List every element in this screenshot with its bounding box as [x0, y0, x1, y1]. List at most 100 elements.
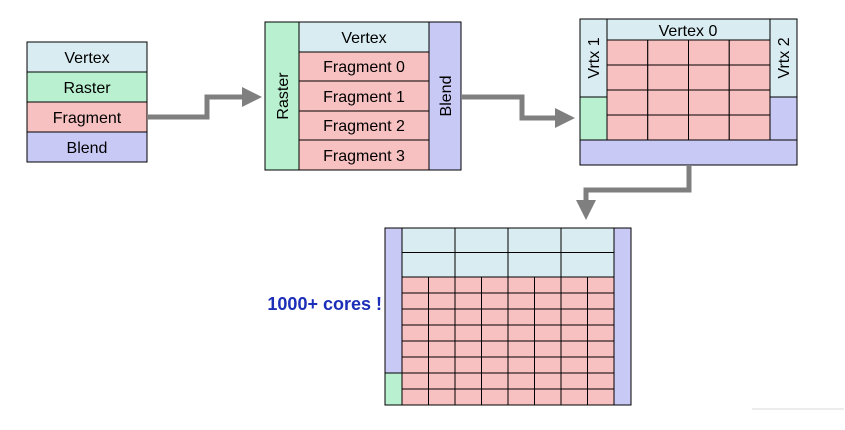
- stage4-fragment-cell: [587, 372, 615, 390]
- stage3-fragment-cell: [606, 89, 649, 116]
- stage4-fragment-cell: [560, 356, 588, 374]
- stage3-fragment-cell: [647, 89, 689, 116]
- stage4-fragment-cell: [454, 308, 482, 326]
- stage4-raster-box: [384, 372, 403, 406]
- stage3-fragment-cell: [606, 39, 649, 66]
- stage3-vrtx2-box: [769, 18, 798, 98]
- stage4-fragment-cell: [534, 308, 562, 326]
- stage4-fragment-cell: [507, 292, 535, 310]
- stage4-fragment-cell: [428, 308, 456, 326]
- stage4-fragment-cell: [481, 372, 509, 390]
- stage4-fragment-cell: [587, 388, 615, 406]
- stage4-fragment-cell: [481, 292, 509, 310]
- stage2-fragment-box: [298, 139, 430, 171]
- stage4-vertex-cell: [454, 252, 509, 278]
- stage4-fragment-cell: [428, 340, 456, 358]
- stage4-fragment-cell: [560, 324, 588, 342]
- stage4-fragment-cell: [428, 276, 456, 294]
- stage4-fragment-cell: [534, 356, 562, 374]
- stage4-fragment-cell: [560, 276, 588, 294]
- stage4-fragment-cell: [401, 276, 429, 294]
- stage3-fragment-cell: [688, 89, 730, 116]
- stage3-fragment-cell: [647, 39, 689, 66]
- stage4-fragment-cell: [534, 388, 562, 406]
- stage4-vertex-cell: [560, 252, 615, 278]
- stage1-vertex-box: [26, 41, 148, 73]
- stage4-fragment-cell: [534, 324, 562, 342]
- stage4-fragment-cell: [454, 356, 482, 374]
- stage3-blend-bottom-box: [579, 139, 798, 166]
- stage1-blend-label: Blend: [67, 140, 108, 157]
- stage4-fragment-cell: [428, 372, 456, 390]
- stage3-vrtx1-label: Vrtx 1: [586, 37, 603, 78]
- stage4-fragment-cell: [560, 292, 588, 310]
- cores-label: 1000+ cores !: [267, 294, 382, 314]
- stage4-fragment-cell: [507, 388, 535, 406]
- stage4-fragment-cell: [507, 356, 535, 374]
- stage4-fragment-cell: [534, 372, 562, 390]
- stage3-fragment-cell: [728, 89, 771, 116]
- stage2-core: Raster Vertex Fragment 0 Fragment 1 Frag…: [264, 21, 462, 171]
- stage4-fragment-cell: [507, 324, 535, 342]
- stage1-fragment-label: Fragment: [53, 110, 122, 127]
- stage1-fragment-box: [26, 101, 148, 133]
- stage4-fragment-cell: [507, 372, 535, 390]
- stage4-fragment-cell: [454, 292, 482, 310]
- arrow-2: [462, 94, 575, 128]
- stage3-fragment-grid: [606, 39, 771, 141]
- stage1-raster-box: [26, 71, 148, 103]
- stage2-fragment-box: [298, 80, 430, 112]
- stage3-fragment-cell: [728, 39, 771, 66]
- stage1-core: Vertex Raster Fragment Blend: [26, 41, 148, 163]
- stage3-fragment-cell: [688, 39, 730, 66]
- stage4-fragment-cell: [454, 324, 482, 342]
- stage4-fragment-cell: [454, 276, 482, 294]
- stage4-vertex-cell: [454, 227, 509, 253]
- stage3-fragment-cell: [728, 114, 771, 141]
- stage4-fragment-cell: [401, 292, 429, 310]
- stage4-vertex-grid: [401, 227, 615, 278]
- stage4-fragment-cell: [507, 308, 535, 326]
- arrow-3: [576, 166, 692, 220]
- stage4-fragment-cell: [428, 292, 456, 310]
- stage4-fragment-cell: [481, 388, 509, 406]
- stage4-fragment-cell: [481, 340, 509, 358]
- stage3-vrtx2-label: Vrtx 2: [776, 37, 793, 78]
- stage4-fragment-cell: [454, 388, 482, 406]
- stage4-fragment-cell: [401, 340, 429, 358]
- stage4-fragment-cell: [587, 292, 615, 310]
- stage2-raster-label: Raster: [275, 72, 292, 120]
- stage3-core: Vrtx 1 Vertex 0 Vrtx 2: [579, 18, 798, 166]
- stage3-fragment-cell: [647, 64, 689, 91]
- stage2-raster-box: [264, 21, 300, 171]
- stage1-blend-box: [26, 131, 148, 163]
- stage4-vertex-cell: [401, 252, 456, 278]
- stage4-fragment-cell: [560, 388, 588, 406]
- stage4-fragment-cell: [454, 340, 482, 358]
- stage4-fragment-cell: [428, 324, 456, 342]
- stage4-vertex-cell: [507, 252, 562, 278]
- stage4-fragment-cell: [481, 308, 509, 326]
- arrow-1: [148, 87, 262, 120]
- stage4-core: [384, 227, 632, 406]
- stage4-vertex-cell: [560, 227, 615, 253]
- stage3-fragment-cell: [728, 64, 771, 91]
- stage4-fragment-cell: [481, 276, 509, 294]
- stage4-fragment-cell: [534, 292, 562, 310]
- stage4-fragment-cell: [481, 356, 509, 374]
- stage4-fragment-cell: [454, 372, 482, 390]
- stage4-fragment-cell: [401, 356, 429, 374]
- stage4-fragment-cell: [587, 324, 615, 342]
- stage2-fragment-label: Fragment 2: [323, 118, 405, 135]
- stage4-fragment-cell: [428, 356, 456, 374]
- stage3-vertex0-label: Vertex 0: [659, 23, 718, 40]
- stage4-fragment-cell: [587, 340, 615, 358]
- stage3-vrtx1-box: [579, 18, 608, 98]
- stage4-fragment-cell: [587, 276, 615, 294]
- stage4-blend-left-box: [384, 227, 403, 374]
- stage2-blend-box: [428, 21, 462, 171]
- stage1-vertex-label: Vertex: [64, 50, 109, 67]
- stage3-fragment-cell: [647, 114, 689, 141]
- stage4-blend-right-box: [613, 227, 632, 406]
